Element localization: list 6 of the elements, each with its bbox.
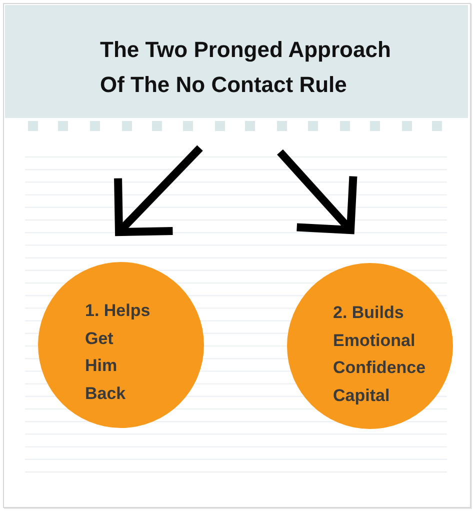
- circle-label: 2. Builds Emotional Confidence Capital: [333, 302, 426, 406]
- arrow: [277, 149, 358, 234]
- header-band: [5, 5, 468, 118]
- circle-label: 1. Helps Get Him Back: [85, 300, 150, 404]
- arrow: [114, 145, 203, 236]
- heading: The Two Pronged Approach Of The No Contact Rule: [100, 36, 392, 99]
